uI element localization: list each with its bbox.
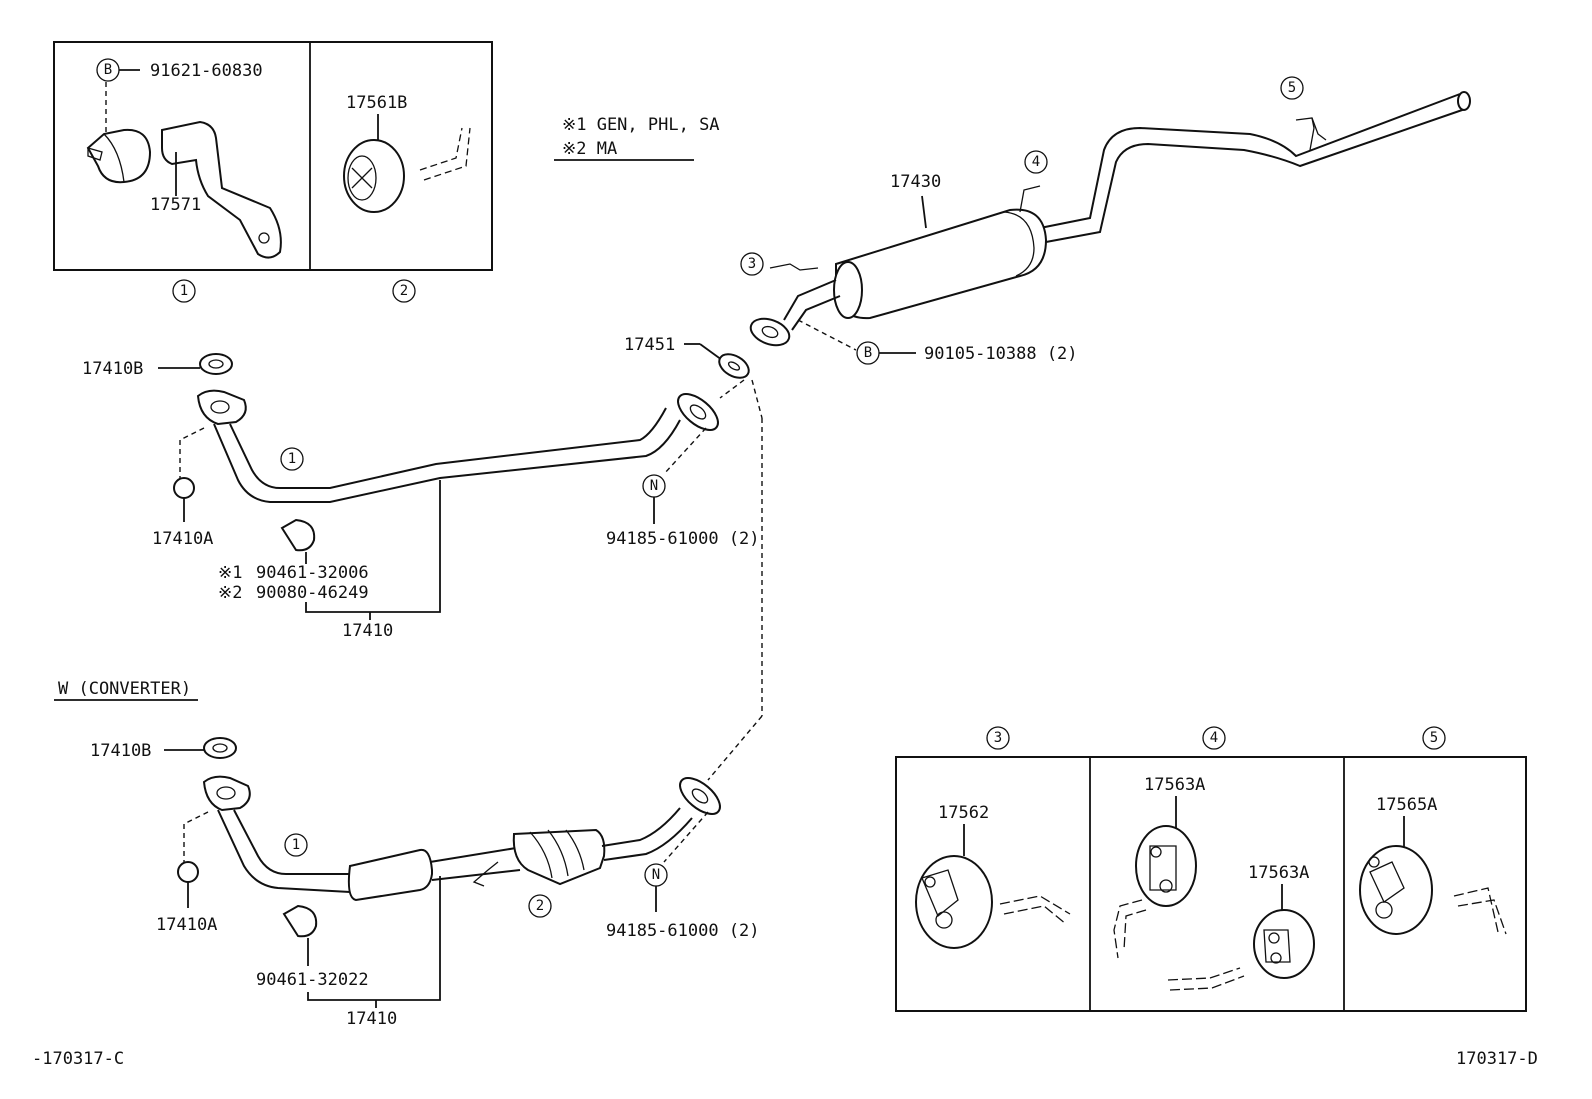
box-2-marker [392, 279, 416, 303]
box-1-marker [172, 279, 196, 303]
footer-right-code: 170317-D [1456, 1049, 1538, 1069]
upper-clamp-note2: 90080-46249 [256, 583, 369, 603]
box-3-label: 3 [994, 730, 1002, 746]
muffler-ref-5: 5 [1288, 80, 1296, 96]
upper-ref-1: 1 [288, 451, 296, 467]
lower-mount-label: 17410A [156, 915, 217, 935]
upper-bolt-label: 94185-61000 (2) [606, 529, 760, 549]
footer-left-code: -170317-C [32, 1049, 124, 1069]
upper-clamp-note2-marker: ※2 [218, 583, 242, 603]
detail-box-3-4-5 [895, 756, 1527, 1012]
lower-pipe-label: 17410 [346, 1009, 397, 1029]
muffler-ref-4: 4 [1032, 154, 1040, 170]
muffler-ref-3: 3 [748, 256, 756, 272]
lower-ref-1: 1 [292, 837, 300, 853]
upper-mount-label: 17410A [152, 529, 213, 549]
lower-clamp-label: 90461-32022 [256, 970, 369, 990]
detail-2-hanger-rubber: 17561B [343, 93, 471, 213]
upper-pipe-label: 17410 [342, 621, 393, 641]
box-5-label: 5 [1430, 730, 1438, 746]
detail-1-clamp-bracket: B 91621-60830 17571 [86, 58, 282, 259]
part-91621-60830: 91621-60830 [150, 61, 263, 81]
part-17430: 17430 [890, 172, 941, 192]
upper-clamp-note1-marker: ※1 [218, 563, 242, 583]
b-callout-label: B [104, 62, 112, 78]
upper-gasket-label: 17410B [82, 359, 143, 379]
lower-converter-assembly: 17410B 17410A 1 2 90461-32022 [90, 737, 760, 1029]
note-1: ※1 GEN, PHL, SA [562, 115, 720, 135]
box-2-label: 2 [400, 283, 408, 299]
lower-ref-2: 2 [536, 898, 544, 914]
part-17563A-bottom: 17563A [1248, 863, 1309, 883]
detail-3-hanger: 17562 [915, 803, 1071, 949]
detail-5-hanger: 17565A [1359, 795, 1507, 935]
muffler-assembly: 17430 B 90105-10388 (2) [749, 91, 1471, 365]
part-17562: 17562 [938, 803, 989, 823]
upper-n-callout: N [650, 478, 658, 494]
upper-clamp-note1: 90461-32006 [256, 563, 369, 583]
box-4-label: 4 [1210, 730, 1218, 746]
detail-box-1-2 [53, 41, 493, 271]
part-17565A: 17565A [1376, 795, 1437, 815]
muffler-b-callout: B [864, 345, 872, 361]
upper-front-pipe-assembly: 17410B 17410A 1 ※1 90461-32006 ※2 90080-… [82, 335, 763, 781]
part-17561B: 17561B [346, 93, 407, 113]
lower-gasket-label: 17410B [90, 741, 151, 761]
lower-bolt-label: 94185-61000 (2) [606, 921, 760, 941]
box-1-label: 1 [180, 283, 188, 299]
detail-4-hangers: 17563A 17563A [1113, 775, 1315, 991]
part-17563A-top: 17563A [1144, 775, 1205, 795]
part-90105-10388: 90105-10388 (2) [924, 344, 1078, 364]
lower-n-callout: N [652, 867, 660, 883]
variant-title: W (CONVERTER) [58, 679, 191, 699]
part-17571: 17571 [150, 195, 201, 215]
note-2: ※2 MA [562, 139, 617, 159]
flange-gasket-label: 17451 [624, 335, 675, 355]
